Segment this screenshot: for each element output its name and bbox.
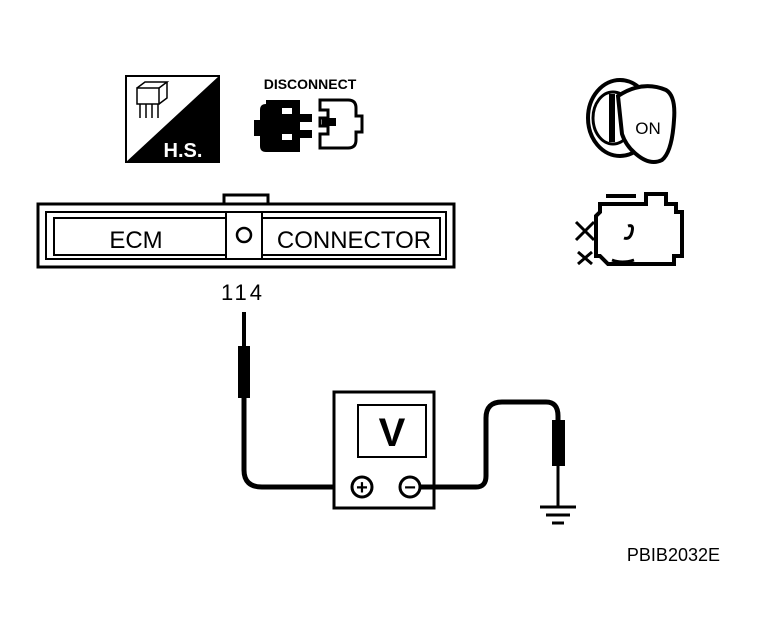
figure-id: PBIB2032E (627, 545, 720, 565)
disconnect-label: DISCONNECT (264, 76, 357, 92)
ignition-key-on-icon: ON (586, 78, 677, 164)
meter-positive-terminal (350, 475, 374, 499)
harness-side-label: H.S. (164, 140, 203, 162)
ecm-connector: ECM CONNECTOR (36, 193, 456, 269)
connector-disconnect-icon: DISCONNECT (254, 76, 364, 152)
meter-plus-symbol: + (356, 477, 368, 499)
meter-display-v: V (379, 411, 406, 455)
terminal-number: 114 (221, 280, 265, 305)
voltmeter-icon: V + − (332, 390, 436, 510)
ignition-on-label: ON (635, 119, 661, 138)
terminal-114-pin (235, 226, 253, 244)
positive-probe (238, 312, 350, 490)
harness-side-icon: H.S. (125, 75, 220, 163)
meter-minus-symbol: − (404, 477, 416, 499)
connector-label: CONNECTOR (277, 227, 431, 254)
negative-probe (420, 399, 565, 506)
engine-icon (574, 192, 684, 266)
ecm-label: ECM (109, 227, 162, 254)
ground-icon (540, 505, 576, 525)
